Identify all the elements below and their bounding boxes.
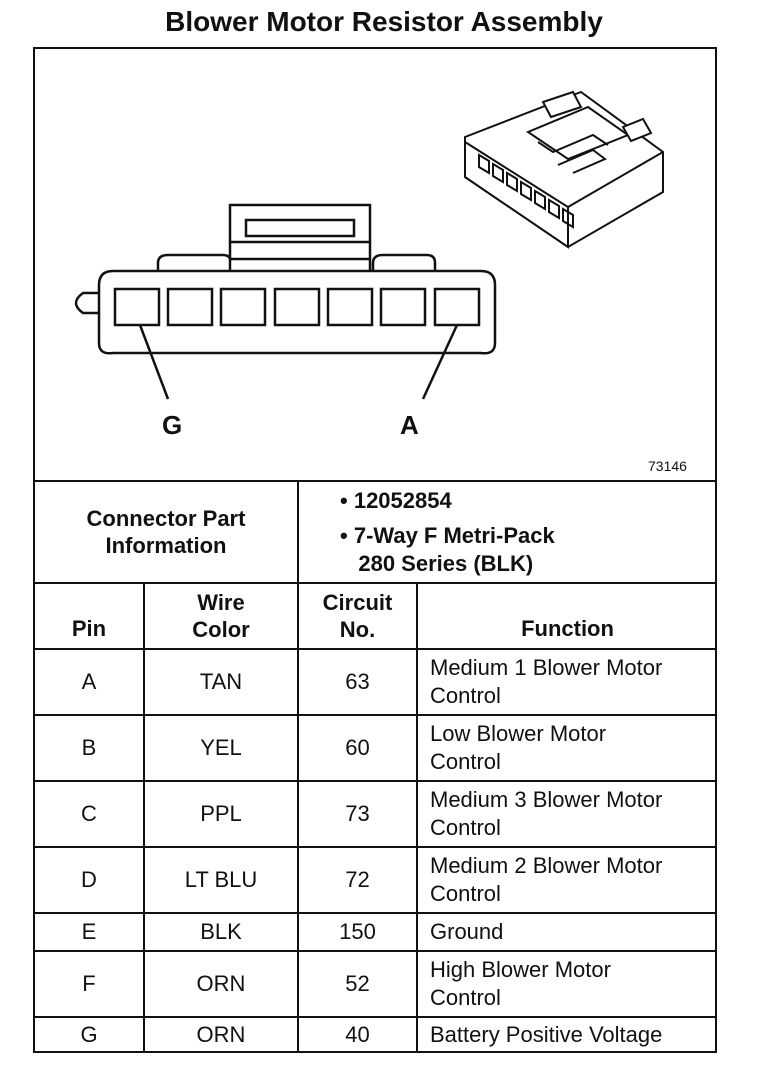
row-wire-color: ORN — [196, 971, 246, 996]
row-pin: D — [81, 867, 97, 892]
header-function: Function — [521, 616, 614, 641]
divider — [33, 846, 717, 848]
row-wire-color: PPL — [200, 801, 242, 826]
row-wire-color: TAN — [199, 669, 243, 694]
row-circuit: 63 — [345, 669, 370, 694]
connector-diagram — [74, 90, 664, 400]
header-pin: Pin — [71, 616, 107, 641]
divider — [33, 480, 717, 482]
divider — [143, 582, 145, 1053]
page-title: Blower Motor Resistor Assembly — [165, 6, 603, 37]
divider — [416, 582, 418, 1053]
row-circuit: 60 — [345, 735, 370, 760]
row-pin: B — [81, 735, 97, 760]
row-function: Ground — [430, 919, 504, 944]
divider — [33, 714, 717, 716]
divider — [297, 582, 299, 1053]
divider — [33, 950, 717, 952]
pin-leader-lines — [138, 324, 459, 400]
table-frame — [33, 47, 717, 1053]
row-wire-color: YEL — [200, 735, 242, 760]
pin-label-a: A — [400, 410, 419, 440]
figure-ref: 73146 — [648, 458, 687, 474]
connector-front-view — [74, 203, 497, 355]
bullet-1: • 12052854 — [340, 488, 452, 513]
row-pin: C — [81, 801, 97, 826]
row-pin: E — [81, 919, 97, 944]
divider — [33, 582, 717, 584]
row-wire-color: BLK — [200, 919, 242, 944]
bullet-2: • 7-Way F Metri-Pack 280 Series (BLK) — [340, 523, 555, 576]
row-circuit: 40 — [345, 1022, 370, 1047]
row-function: Battery Positive Voltage — [430, 1022, 663, 1047]
connector-info-label: Connector Part Information — [86, 506, 246, 558]
divider — [33, 648, 717, 650]
connector-3d-view — [464, 90, 664, 249]
row-wire-color: ORN — [196, 1022, 246, 1047]
row-circuit: 52 — [345, 971, 370, 996]
row-circuit: 73 — [345, 801, 370, 826]
row-wire-color: LT BLU — [184, 867, 258, 892]
divider — [33, 780, 717, 782]
row-pin: A — [81, 669, 97, 694]
divider — [33, 912, 717, 914]
row-circuit: 150 — [339, 919, 376, 944]
row-circuit: 72 — [345, 867, 370, 892]
divider — [33, 1016, 717, 1018]
divider — [297, 480, 299, 582]
row-pin: G — [80, 1022, 98, 1047]
pin-label-g: G — [162, 410, 183, 440]
row-pin: F — [82, 971, 96, 996]
